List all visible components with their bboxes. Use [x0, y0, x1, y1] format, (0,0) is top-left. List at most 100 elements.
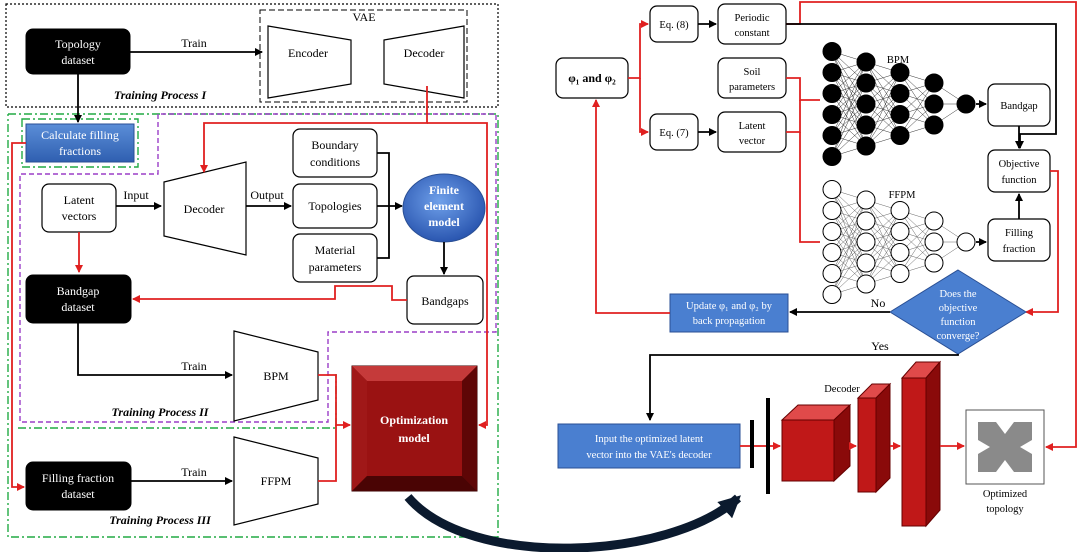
bpm-shape	[233, 330, 319, 422]
optimization-model-box	[351, 365, 478, 492]
bandgap-label: Bandgap	[1000, 101, 1037, 112]
fem-label-1: Finite	[429, 183, 460, 197]
soil-label-2: parameters	[729, 82, 775, 93]
vae-frame	[259, 9, 468, 103]
calc-filling-label-2: fractions	[59, 144, 101, 158]
arrow-vae-opt	[427, 122, 488, 429]
big-curved-arrow	[404, 494, 742, 552]
eq7-label: Eq. (7)	[659, 128, 689, 139]
topology-dataset-box	[25, 28, 131, 75]
train-label-ffpm: Train	[181, 465, 207, 479]
bandgap-dataset-label-2: dataset	[61, 300, 95, 314]
bandgaps-label: Bandgaps	[421, 294, 469, 308]
boundary-label-1: Boundary	[311, 138, 358, 152]
material-label-1: Material	[315, 243, 356, 257]
training-process-1-frame	[5, 3, 499, 108]
topology-dataset-label-2: dataset	[61, 53, 95, 67]
arrow-bpm-opt	[318, 374, 351, 429]
material-label-2: parameters	[309, 260, 362, 274]
phi-label: φ₁ and φ₂	[568, 71, 616, 85]
update-label-2: back propagation	[693, 316, 766, 327]
encoder-shape	[267, 25, 352, 99]
boundary-label-2: conditions	[310, 155, 360, 169]
arrow-bandgaps-to-dataset	[132, 285, 407, 303]
periodic-label-2: constant	[735, 28, 770, 39]
calc-filling-box	[25, 123, 135, 163]
input-opt-label-1: Input the optimized latent	[595, 434, 703, 445]
arrow-soil-bpm	[786, 77, 820, 101]
decoder-label: Decoder	[184, 202, 225, 216]
vae-decoder-label: Decoder	[404, 46, 445, 60]
training-process-2-label: Training Process II	[112, 405, 210, 419]
train-label-bpm: Train	[181, 359, 207, 373]
bpm-network	[822, 42, 976, 166]
arrow-update-phi	[592, 99, 670, 314]
soil-label-1: Soil	[744, 67, 761, 78]
fem-label-2: element	[424, 199, 464, 213]
input-label: Input	[123, 188, 149, 202]
encoder-label: Encoder	[288, 46, 328, 60]
optimized-topology-shape	[978, 422, 1032, 472]
arrow-periodic-objective	[786, 23, 1057, 149]
vae-label: VAE	[352, 10, 375, 24]
ffpm-label: FFPM	[261, 474, 292, 488]
fem-label-3: model	[428, 215, 460, 229]
latent-vectors-label-2: vectors	[62, 209, 97, 223]
converge-label-4: converge?	[937, 331, 980, 342]
latent-vectors-box	[41, 183, 117, 233]
bpm-net-label: BPM	[887, 55, 910, 66]
converge-label-1: Does the	[939, 289, 976, 300]
eq8-label: Eq. (8)	[659, 20, 689, 31]
arrow-latent-bpm	[786, 100, 801, 133]
vae-decoder-shape	[383, 25, 465, 99]
training-process-1-label: Training Process I	[114, 88, 208, 102]
train-label-vae: Train	[181, 36, 207, 50]
arrow-calc-filling-dataset	[11, 142, 26, 491]
objective-label-2: function	[1002, 175, 1038, 186]
arrow-phi-eq7	[639, 78, 649, 136]
filling-label-1: Filling	[1005, 228, 1034, 239]
training-process-2-frame	[19, 113, 497, 423]
material-parameters-box	[292, 233, 378, 283]
bandgap-dataset-label-1: Bandgap	[57, 284, 100, 298]
decoder-vis-label: Decoder	[824, 384, 860, 395]
filling-dataset-label-2: dataset	[61, 487, 95, 501]
arrow-latent-ffpm	[799, 132, 820, 243]
opt-label-2: model	[398, 431, 430, 445]
arrow-objective-diamond	[1025, 170, 1059, 316]
ffpm-shape	[233, 436, 319, 526]
arrow-vae-decoder-to-decoder	[200, 86, 428, 173]
arrow-ffpm-opt	[318, 425, 337, 482]
optimized-label-2: topology	[986, 504, 1024, 515]
update-box	[669, 293, 789, 333]
opt-label-1: Optimization	[380, 413, 448, 427]
topologies-label: Topologies	[308, 199, 361, 213]
latent-vector-label-1: Latent	[739, 121, 766, 132]
no-label: No	[871, 296, 886, 310]
yes-label: Yes	[871, 339, 889, 353]
output-label: Output	[250, 188, 284, 202]
converge-label-2: objective	[939, 303, 978, 314]
bpm-label: BPM	[263, 369, 289, 383]
ffpm-net-label: FFPM	[889, 190, 917, 201]
training-process-3-label: Training Process III	[109, 513, 212, 527]
arrow-phi-eq8	[628, 20, 649, 79]
ffpm-network	[822, 180, 976, 304]
training-process-3-frame	[7, 113, 499, 538]
bandgap-dataset-box	[25, 274, 132, 324]
topology-dataset-label-1: Topology	[55, 37, 101, 51]
decoder-shape	[163, 161, 247, 256]
update-label-1: Update φ₁ and φ₂ by	[686, 301, 773, 312]
latent-vector-label-2: vector	[739, 136, 766, 147]
filling-dataset-label-1: Filling fraction	[42, 471, 114, 485]
input-opt-label-2: vector into the VAE's decoder	[586, 450, 712, 461]
filling-label-2: fraction	[1003, 244, 1036, 255]
optimized-label-1: Optimized	[983, 489, 1028, 500]
converge-label-3: function	[941, 317, 977, 328]
periodic-label-1: Periodic	[735, 13, 770, 24]
boundary-conditions-box	[292, 128, 378, 178]
latent-vectors-label-1: Latent	[64, 193, 95, 207]
input-optimized-box	[557, 423, 741, 469]
calc-filling-label-1: Calculate filling	[41, 128, 119, 142]
decoder-block-3	[900, 360, 942, 528]
